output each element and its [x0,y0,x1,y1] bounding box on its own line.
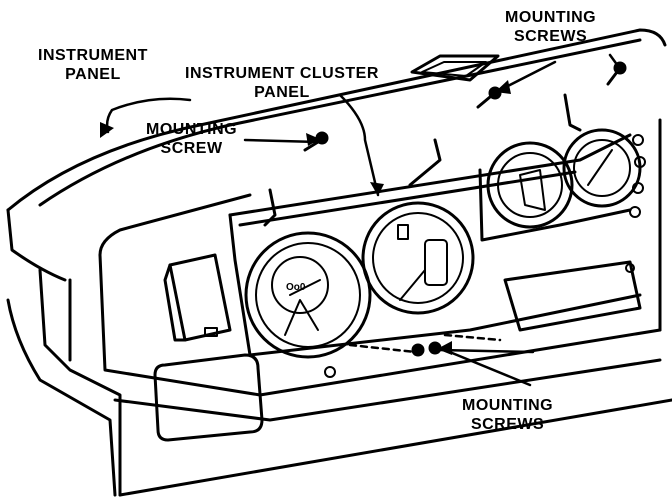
label-instrument-cluster-panel-line1: INSTRUMENT CLUSTER [185,65,379,82]
label-mounting-screw-left-line1: MOUNTING [146,121,238,138]
defroster-vent [410,54,500,82]
label-mounting-screw-left-line2: SCREW [160,140,223,157]
dashboard-shell [6,28,672,497]
label-instrument-cluster-panel: INSTRUMENT CLUSTER PANEL [185,64,379,102]
speedometer-gauge: Oo0 [244,231,372,378]
leader-arrowheads [100,80,511,355]
cluster-panel-frame [228,93,642,357]
center-gauge [361,201,475,315]
label-instrument-panel-line1: INSTRUMENT [38,47,148,64]
label-mounting-screws-top: MOUNTING SCREWS [505,8,596,46]
label-mounting-screws-bottom-line1: MOUNTING [462,397,554,414]
label-mounting-screws-bottom-line2: SCREWS [470,416,545,433]
right-gauges [478,128,646,242]
label-mounting-screws-top-line2: SCREWS [513,28,588,45]
label-instrument-panel: INSTRUMENT PANEL [38,46,148,84]
leader-lines [105,53,620,387]
label-instrument-cluster-panel-line2: PANEL [254,84,310,101]
side-components [153,253,642,442]
label-mounting-screws-top-line1: MOUNTING [505,9,597,26]
svg-text:Oo0: Oo0 [286,282,306,293]
mounting-screws [303,61,627,357]
label-mounting-screw-left: MOUNTING SCREW [146,120,237,158]
label-mounting-screws-bottom: MOUNTING SCREWS [462,396,553,434]
label-instrument-panel-line2: PANEL [65,66,121,83]
